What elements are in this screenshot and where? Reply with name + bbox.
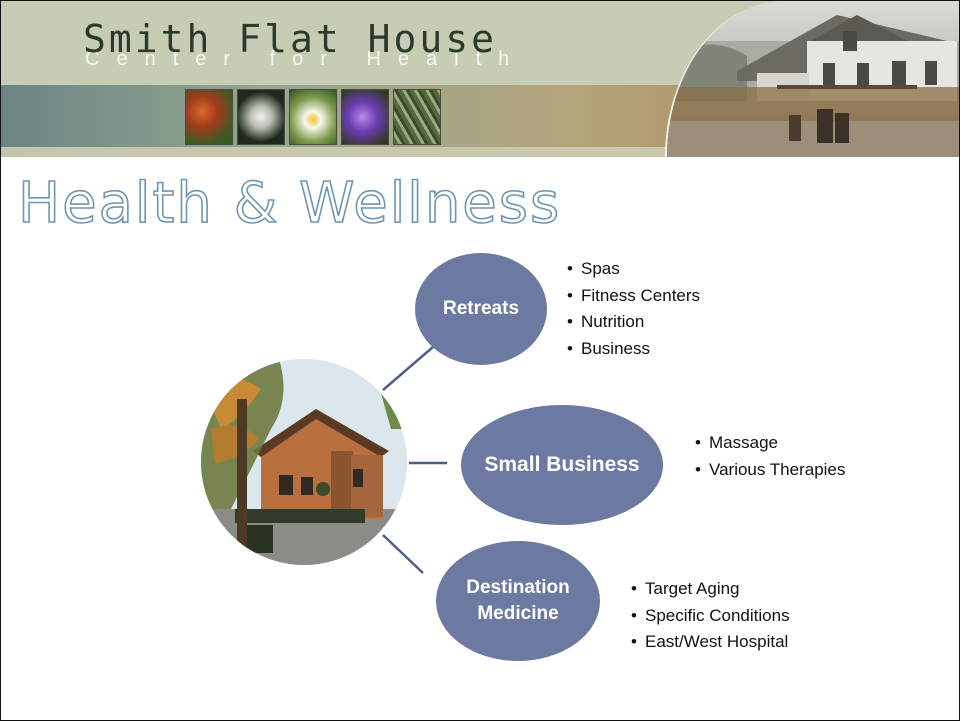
list-item: Fitness Centers — [567, 283, 700, 310]
node-retreats: Retreats — [415, 253, 547, 365]
node-small-business: Small Business — [461, 405, 663, 525]
node-destination-medicine-label: Destination Medicine — [466, 577, 570, 624]
node-destination-medicine: Destination Medicine — [436, 541, 600, 661]
list-item: Specific Conditions — [631, 603, 790, 630]
list-item: Massage — [695, 430, 845, 457]
retreats-list: Spas Fitness Centers Nutrition Business — [567, 256, 700, 362]
logo-subtitle: Center for Health — [85, 48, 527, 70]
banner-bottom-band — [1, 147, 959, 157]
slide-title: Health & Wellness — [17, 170, 562, 237]
connector-destination-medicine — [382, 534, 424, 574]
list-item: Business — [567, 336, 700, 363]
historic-house-photo — [665, 1, 959, 157]
white-flowers-thumbnail — [237, 89, 285, 145]
fern-thumbnail — [393, 89, 441, 145]
purple-flower-thumbnail — [341, 89, 389, 145]
logo-title: Smith Flat House — [83, 17, 498, 61]
list-item: Target Aging — [631, 576, 790, 603]
header-banner: Center for Health Smith Flat House — [1, 1, 959, 157]
autumn-leaves-thumbnail — [185, 89, 233, 145]
list-item: East/West Hospital — [631, 629, 790, 656]
connector-retreats — [382, 346, 434, 391]
small-business-list: Massage Various Therapies — [695, 430, 845, 483]
daffodil-thumbnail — [289, 89, 337, 145]
destination-medicine-list: Target Aging Specific Conditions East/We… — [631, 576, 790, 656]
list-item: Various Therapies — [695, 457, 845, 484]
list-item: Spas — [567, 256, 700, 283]
hub-building-photo — [201, 359, 407, 565]
list-item: Nutrition — [567, 309, 700, 336]
